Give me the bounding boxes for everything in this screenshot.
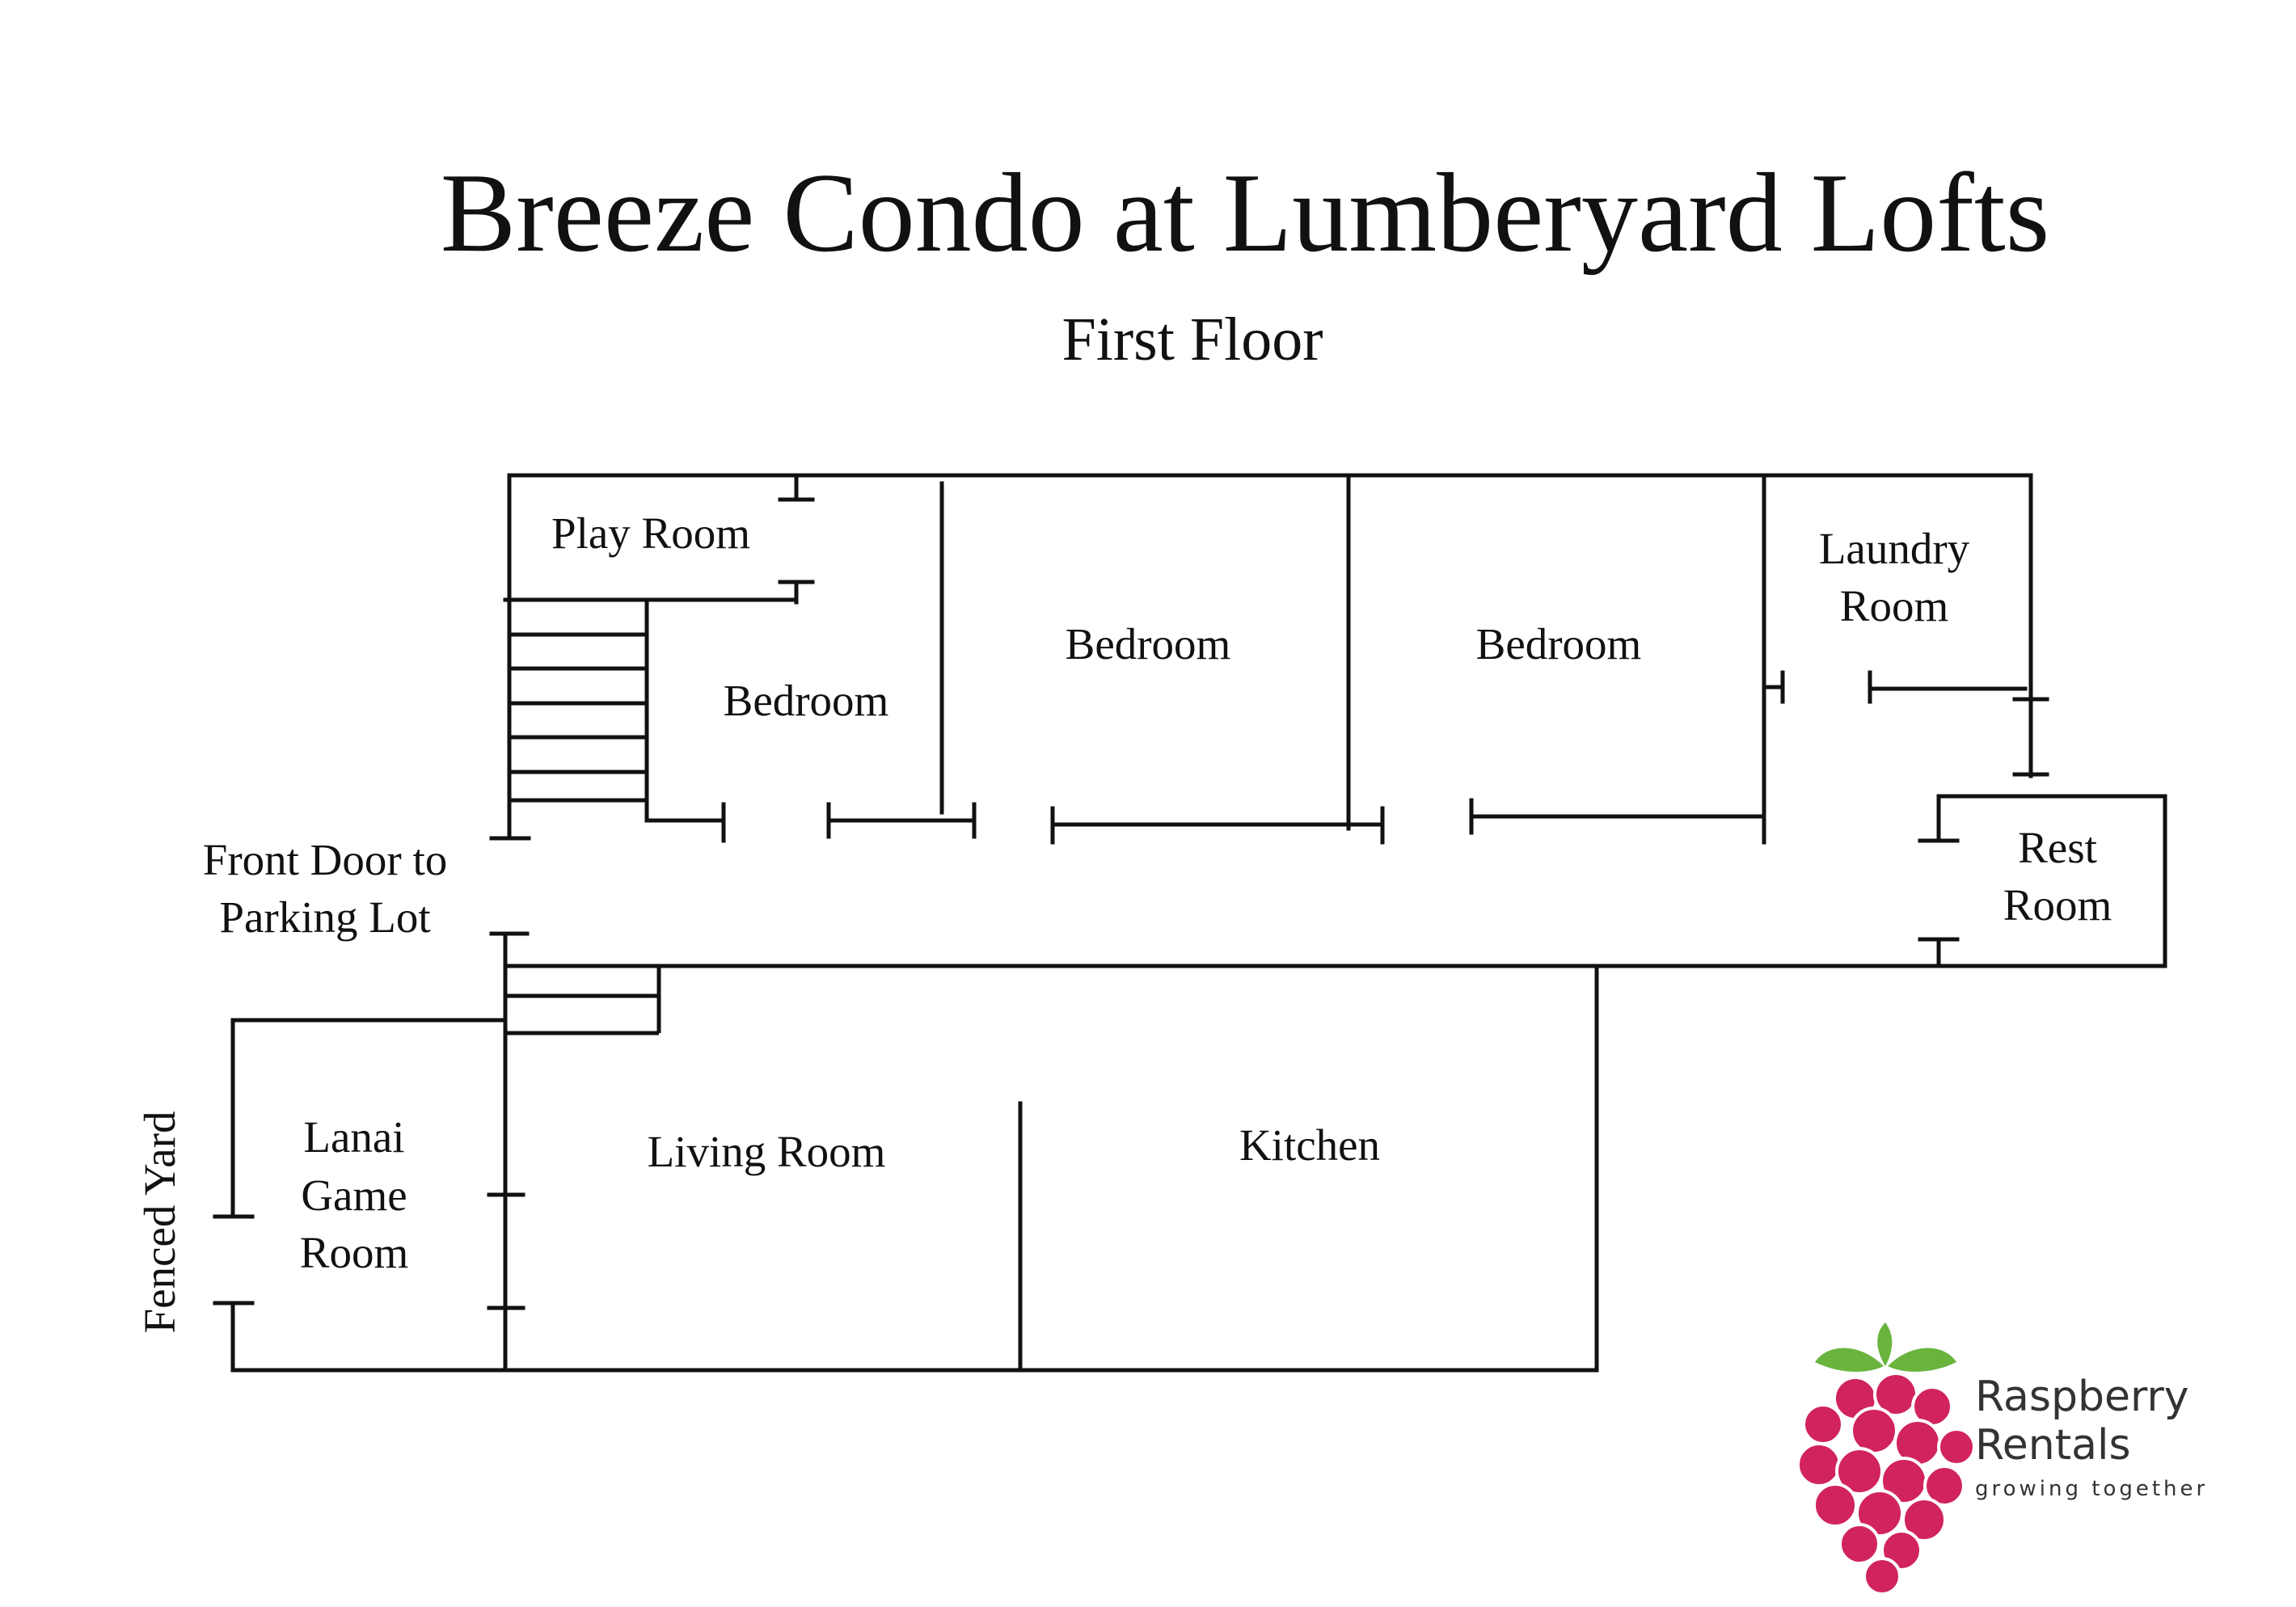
- fenced-yard-label: Fenced Yard: [135, 1111, 184, 1334]
- staircase-upper: [509, 600, 649, 820]
- front-door-label-1: Front Door to: [203, 835, 448, 884]
- plan-title: Breeze Condo at Lumberyard Lofts: [441, 150, 2049, 276]
- raspberry-icon: [1796, 1322, 1976, 1596]
- logo-brand-line2: Rentals: [1975, 1421, 2131, 1470]
- logo-tagline: growing together: [1975, 1477, 2208, 1501]
- room-label-lanai-2: Game: [301, 1170, 407, 1220]
- room-label-laundry-2: Room: [1840, 581, 1948, 631]
- room-label-lanai-1: Lanai: [303, 1112, 404, 1162]
- room-label-bedroom-small: Bedroom: [724, 676, 889, 725]
- room-label-living-room: Living Room: [648, 1127, 886, 1176]
- lower-walls: [213, 931, 2167, 1373]
- room-label-kitchen: Kitchen: [1239, 1120, 1380, 1170]
- room-label-play-room: Play Room: [551, 508, 750, 558]
- room-label-rest-2: Room: [2003, 880, 2112, 930]
- room-label-lanai-3: Room: [300, 1228, 408, 1277]
- staircase-lower: [505, 966, 661, 1035]
- upper-walls: [489, 473, 2167, 968]
- front-door-label-2: Parking Lot: [219, 892, 430, 942]
- room-label-rest-1: Rest: [2018, 823, 2097, 872]
- raspberry-rentals-logo: Raspberry Rentals growing together: [1796, 1322, 2208, 1596]
- room-label-bedroom-middle: Bedroom: [1066, 619, 1231, 669]
- logo-brand-line1: Raspberry: [1975, 1373, 2189, 1421]
- room-label-bedroom-right: Bedroom: [1476, 619, 1642, 669]
- plan-subtitle: First Floor: [1061, 306, 1323, 373]
- room-label-laundry-1: Laundry: [1819, 524, 1970, 573]
